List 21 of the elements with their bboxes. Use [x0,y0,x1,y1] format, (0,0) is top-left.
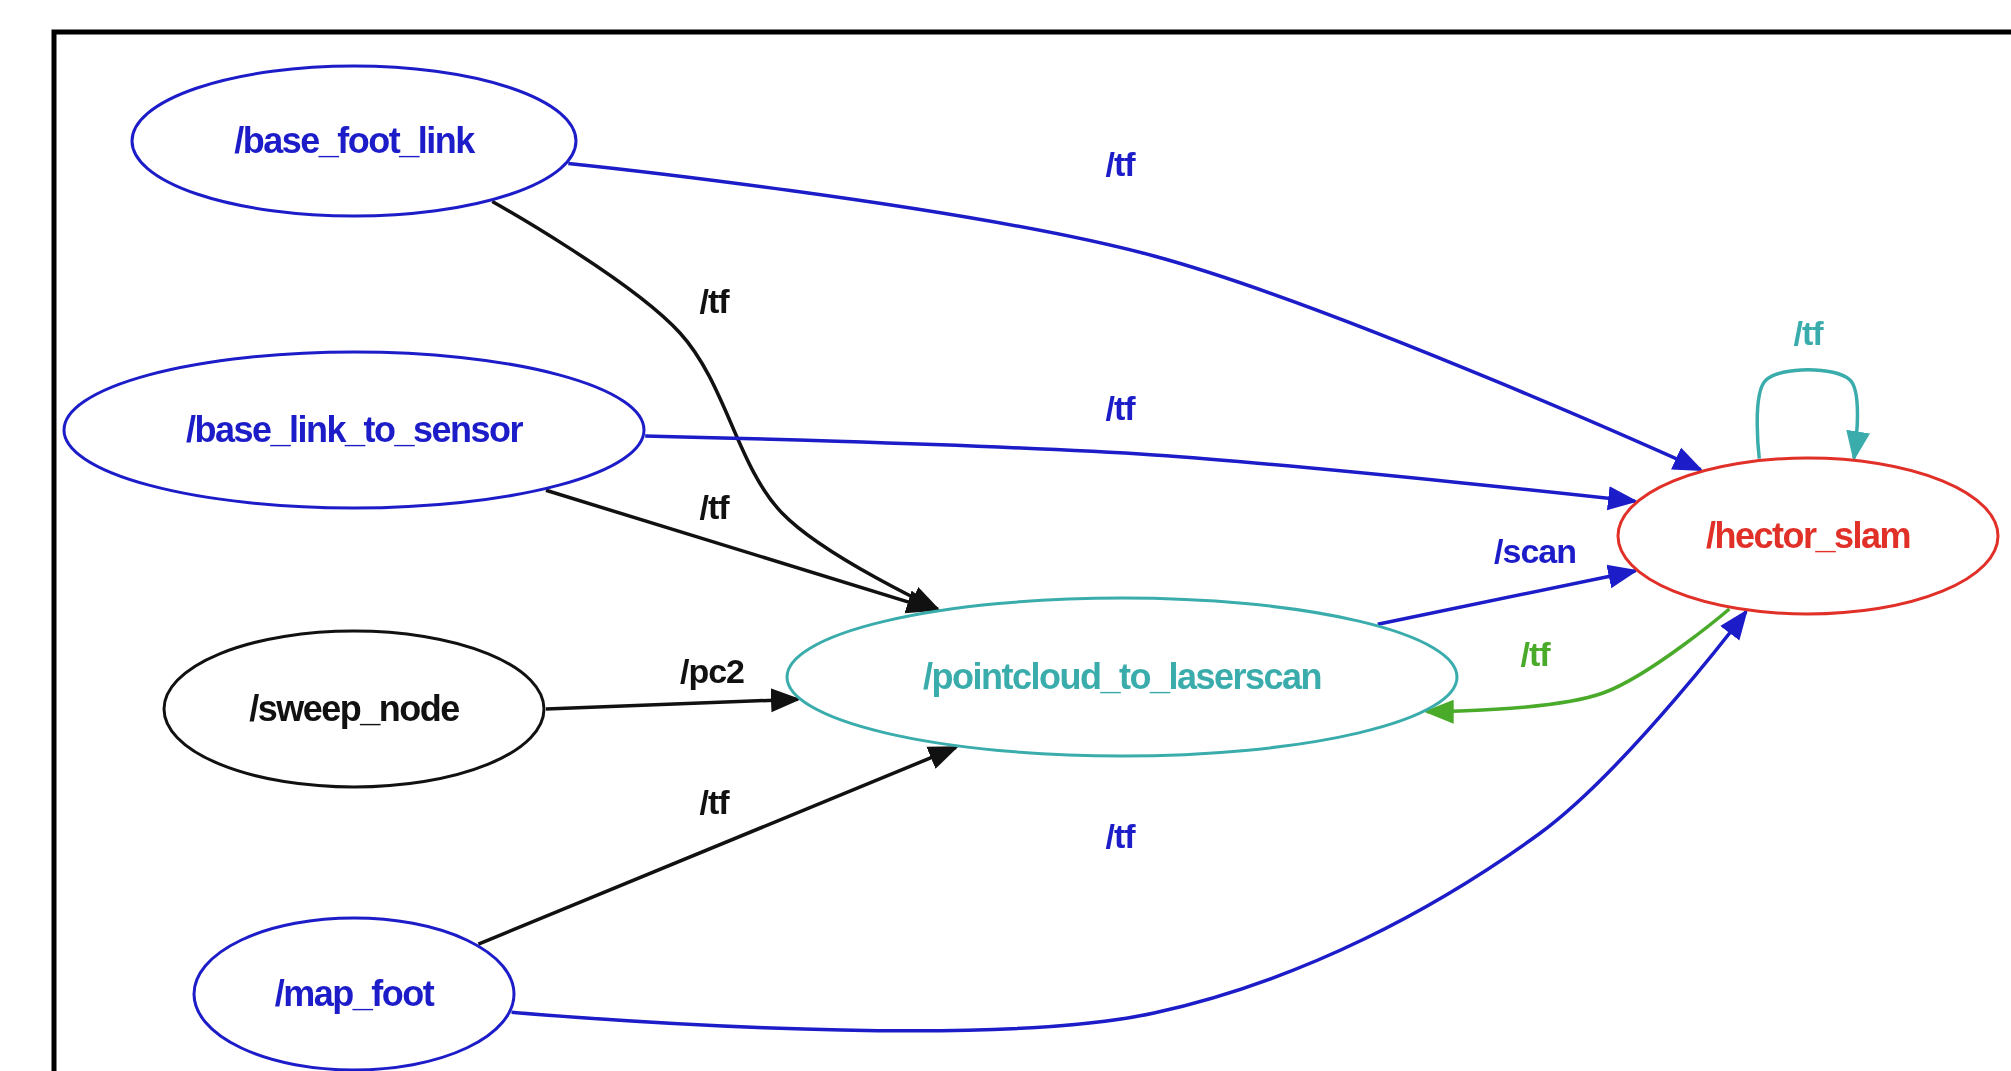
arrow [645,434,1639,511]
arrow [511,609,1748,1033]
arrow [491,200,941,611]
arrow [1755,368,1870,462]
node-ellipse [162,629,546,789]
node-label: /base_link_to_sensor [184,409,524,451]
node-ellipse [1616,456,2000,616]
arrow [477,745,959,946]
node-label: /pointcloud_to_laserscan [921,656,1323,698]
arrow [545,488,937,614]
arrow [1423,607,1731,724]
node-label: /map_foot [273,973,435,1015]
arrow [568,161,1704,472]
node-label: /base_foot_link [233,120,476,162]
arrow [1377,564,1639,626]
node-label: /hector_slam [1704,515,1912,557]
arrow [545,688,801,713]
node-ellipse [130,64,578,218]
node-label: /sweep_node [248,688,460,730]
node-ellipse [785,596,1459,758]
node-ellipse [62,350,646,510]
